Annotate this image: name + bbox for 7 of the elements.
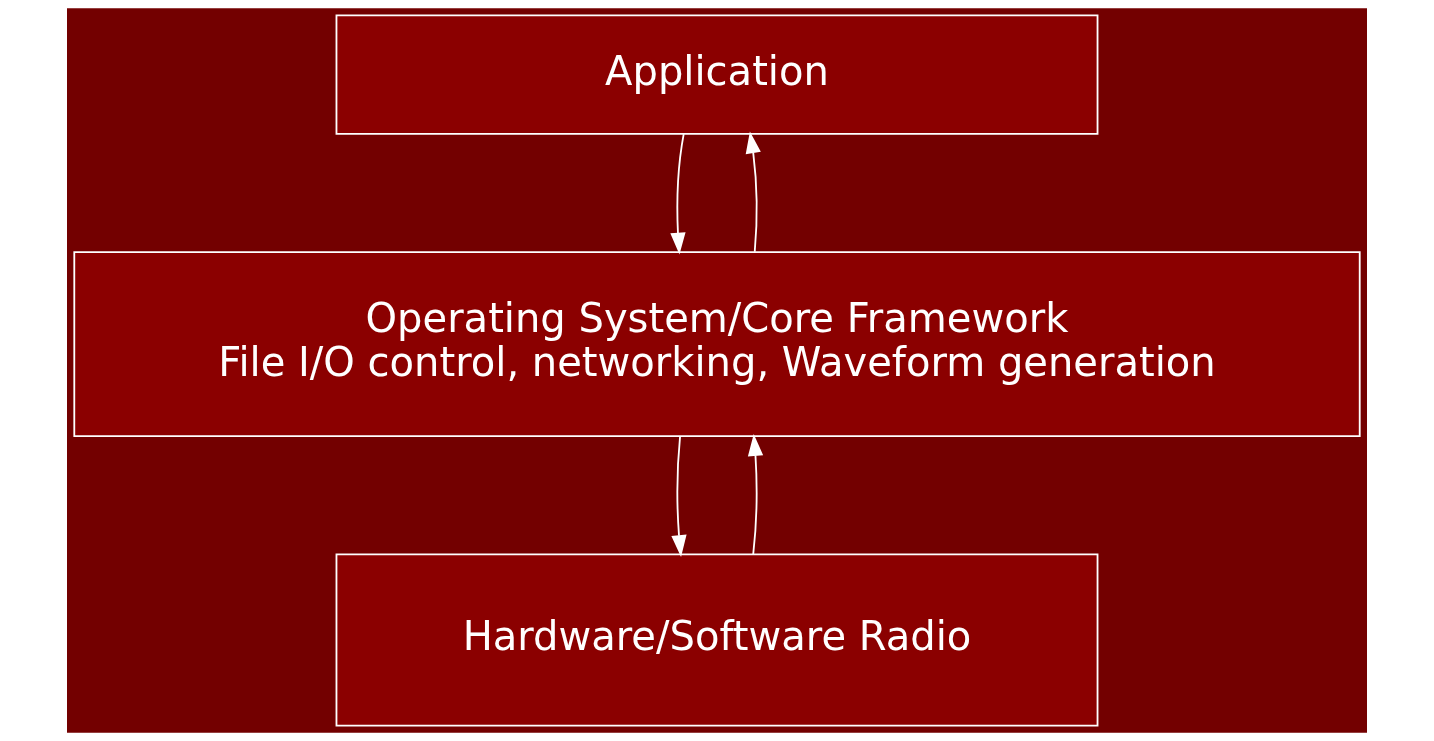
arrow <box>671 435 687 558</box>
node-box: Hardware/Software Radio <box>335 553 1099 727</box>
node-box: Operating System/Core Framework File I/O control, networking, Waveform generation <box>73 251 1361 437</box>
arrow <box>747 434 764 556</box>
arrow <box>745 131 761 253</box>
arrow <box>670 133 686 255</box>
node-box: Application <box>335 14 1099 135</box>
